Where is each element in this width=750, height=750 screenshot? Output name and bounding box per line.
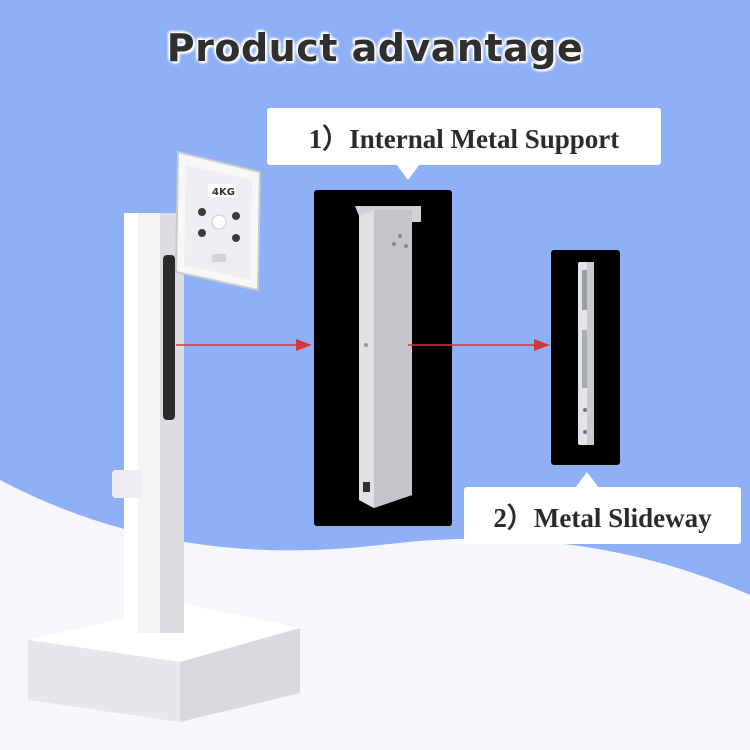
metal-slideway-photo: [551, 250, 620, 465]
callout-metal-slideway: 2）Metal Slideway: [464, 487, 741, 544]
metal-support-illustration: [355, 206, 421, 508]
callout-internal-metal-support: 1）Internal Metal Support: [267, 108, 661, 165]
callout-1-pointer: [396, 164, 420, 180]
plate-label: 4KG: [212, 187, 235, 198]
metal-support-photo: [314, 190, 452, 526]
metal-slideway-illustration: [578, 262, 594, 445]
page-title: Product advantage: [166, 26, 584, 70]
callout-2-pointer: [575, 472, 599, 488]
